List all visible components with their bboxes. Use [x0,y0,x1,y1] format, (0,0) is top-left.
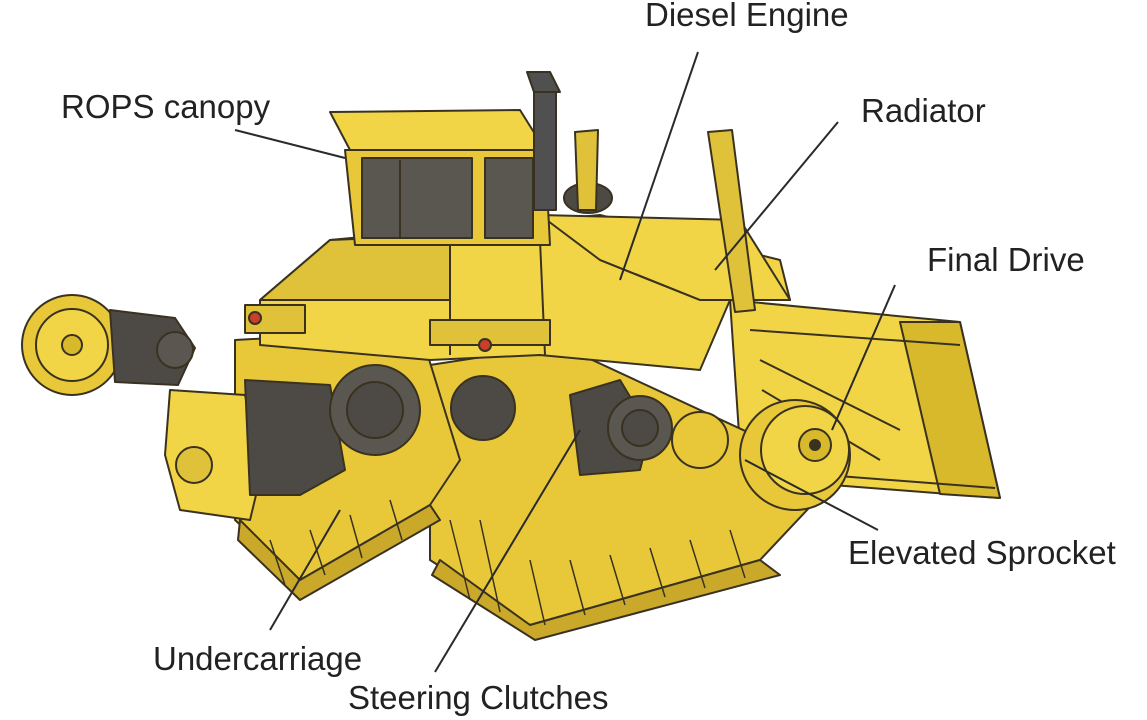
label-rops-canopy: ROPS canopy [61,88,271,125]
leader-lines [234,51,896,673]
elevated-sprocket [671,399,851,511]
leader-line-undercarriage [269,509,341,631]
leader-line-sprocket [744,459,879,531]
leader-line-engine [619,51,699,281]
label-steering-clutches: Steering Clutches [348,679,609,716]
lift-cylinders [574,129,756,313]
exhaust-stack [526,71,561,211]
leader-line-rops [234,129,346,159]
left-steering-clutch [164,364,421,521]
right-steering-clutch [569,379,673,476]
label-final-drive: Final Drive [927,241,1085,278]
final-drive-exploded [21,294,196,396]
label-diesel-engine: Diesel Engine [645,0,849,33]
label-radiator: Radiator [861,92,986,129]
leader-line-steering [434,429,581,673]
leader-line-final-drive [831,284,896,431]
rops-canopy [329,109,551,246]
label-elevated-sprocket: Elevated Sprocket [848,534,1116,571]
center-housing [450,375,516,441]
leader-line-radiator [714,121,839,271]
label-undercarriage: Undercarriage [153,640,363,677]
work-lights [248,311,492,352]
